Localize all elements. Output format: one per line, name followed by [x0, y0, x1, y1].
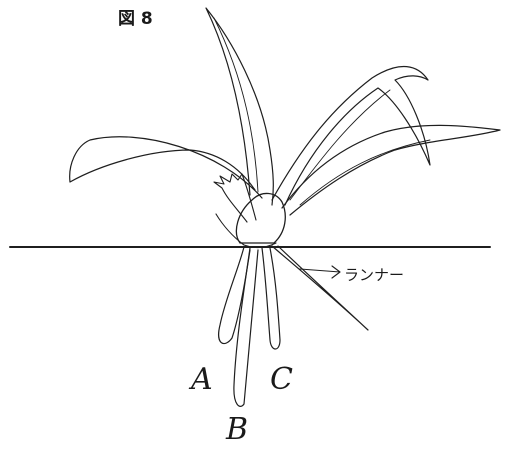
label-runner: ランナー [344, 266, 405, 284]
label-root-b: B [226, 412, 249, 447]
label-root-c: C [270, 362, 293, 397]
runner-arrow [299, 265, 341, 279]
dry-sheath [213, 173, 257, 223]
bulb-base [215, 213, 277, 248]
leaf-right-crease [289, 89, 391, 201]
leaf-left [69, 136, 263, 199]
runner [271, 245, 369, 331]
leaf-right-lower [281, 124, 501, 216]
leaf-right-upper [271, 65, 431, 206]
leaf-center [205, 7, 274, 206]
label-root-a: A [191, 362, 213, 397]
root-a [218, 246, 251, 345]
figure-title: 図 8 [118, 9, 153, 29]
bulb [235, 192, 286, 244]
leaf-center-crease [213, 17, 259, 193]
root-b [233, 247, 259, 407]
root-c [261, 247, 281, 350]
leaf-right-crease-2 [299, 139, 431, 206]
